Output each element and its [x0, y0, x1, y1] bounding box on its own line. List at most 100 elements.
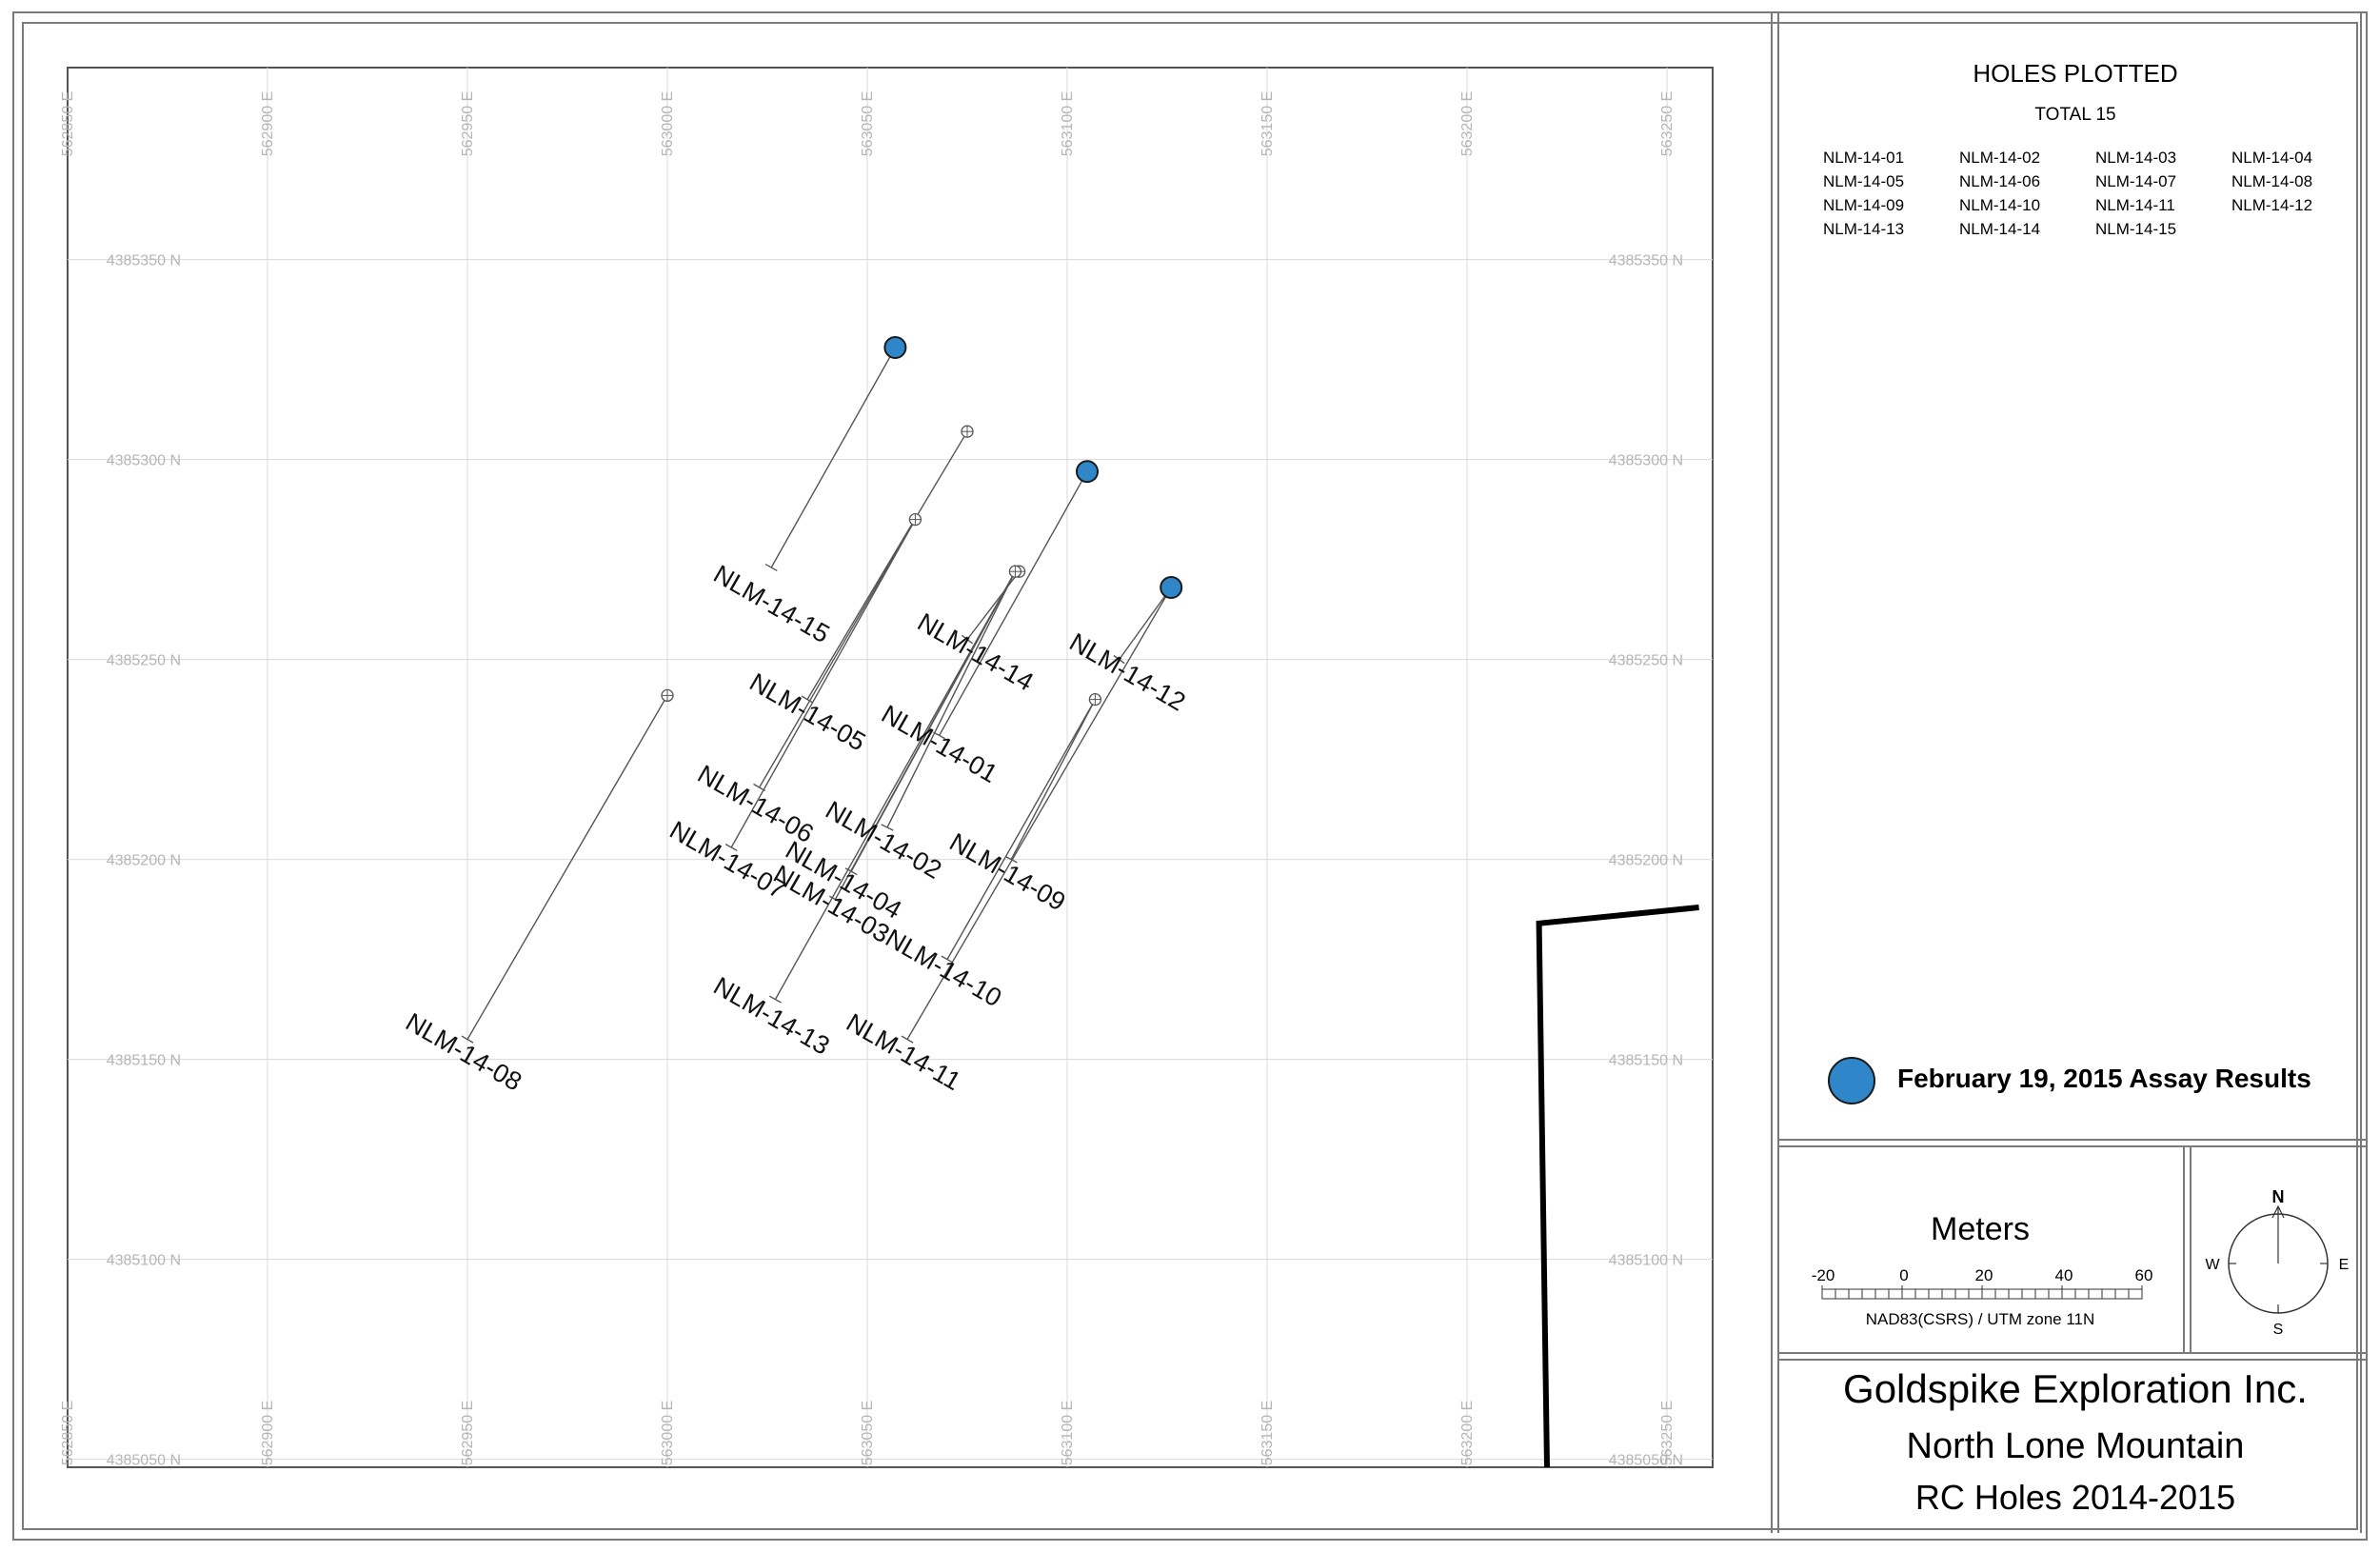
trace-end-tick	[962, 634, 973, 645]
easting-label-top: 562850 E	[60, 91, 76, 157]
northing-label-right: 4385250 N	[1609, 653, 1683, 669]
scale-title: Meters	[1931, 1211, 2030, 1247]
easting-label-bottom: 563250 E	[1659, 1401, 1676, 1466]
assay-collar-icon[interactable]	[1160, 576, 1183, 599]
easting-label-top: 562950 E	[460, 91, 476, 157]
drill-trace	[1119, 587, 1172, 661]
hole-list-item: NLM-14-09	[1823, 196, 1905, 214]
hole-list-item: NLM-14-01	[1823, 149, 1905, 167]
legend-total: TOTAL 15	[2034, 105, 2116, 125]
map-subtitle: RC Holes 2014-2015	[1914, 1478, 2236, 1517]
assay-collar-icon[interactable]	[883, 336, 907, 359]
arrow-head-icon	[2271, 1204, 2285, 1219]
easting-label-top: 563000 E	[660, 91, 676, 157]
hole-list-item: NLM-14-06	[1959, 172, 2041, 190]
claim-boundary-line	[1536, 905, 1699, 1467]
hole-list-item: NLM-14-08	[2231, 172, 2313, 190]
project-title: North Lone Mountain	[1906, 1426, 2245, 1466]
easting-label-top: 563100 E	[1060, 91, 1076, 157]
hole-list-item: NLM-14-07	[2095, 172, 2177, 190]
property-boundary	[1536, 905, 1699, 1467]
hole-list-item: NLM-14-10	[1959, 196, 2041, 214]
drill-trace	[966, 570, 1021, 641]
trace-end-tick	[933, 731, 946, 740]
northing-label-left: 4385050 N	[107, 1453, 181, 1469]
hole-list-item: NLM-14-02	[1959, 149, 2041, 167]
trace-end-tick	[724, 843, 738, 852]
map-frame	[67, 67, 1714, 1468]
easting-label-top: 562900 E	[260, 91, 276, 157]
hole-list-item: NLM-14-12	[2231, 196, 2313, 214]
scale-bar	[1821, 1285, 2143, 1300]
panel-divider	[1777, 1359, 2368, 1361]
hole-list-item: NLM-14-11	[2095, 196, 2175, 214]
scale-tick-label: 0	[1899, 1266, 1909, 1284]
company-title: Goldspike Exploration Inc.	[1843, 1366, 2308, 1411]
panel-divider	[2183, 1145, 2185, 1352]
easting-label-bottom: 563150 E	[1259, 1401, 1276, 1466]
easting-label-bottom: 563000 E	[660, 1401, 676, 1466]
drill-collars[interactable]	[661, 336, 1183, 706]
compass-s: S	[2273, 1322, 2284, 1338]
easting-label-bottom: 563050 E	[860, 1401, 876, 1466]
outer-frame	[12, 11, 2368, 1541]
northing-label-right: 4385150 N	[1609, 1053, 1683, 1069]
grid-labels: 562850 E 562850 E 562900 E 562900 E 562950 E…	[60, 91, 1683, 1469]
easting-label-top: 563250 E	[1659, 91, 1676, 157]
drill-trace	[770, 347, 897, 568]
northing-label-left: 4385250 N	[107, 653, 181, 669]
drill-trace	[1010, 699, 1097, 860]
legend-symbol-label: February 19, 2015 Assay Results	[1897, 1064, 2311, 1093]
easting-label-bottom: 562900 E	[260, 1401, 276, 1466]
coordinate-grid	[68, 68, 1713, 1467]
drill-trace	[730, 519, 917, 848]
assay-collar-icon[interactable]	[1076, 460, 1099, 484]
compass-e: E	[2339, 1257, 2350, 1273]
panel-divider	[1777, 1145, 2368, 1147]
hole-list-item: NLM-14-05	[1823, 172, 1905, 190]
projection-label: NAD83(CSRS) / UTM zone 11N	[1865, 1310, 2095, 1328]
trace-end-tick	[828, 895, 842, 904]
trace-end-tick	[801, 695, 814, 704]
trace-end-tick	[764, 563, 778, 572]
scale-tick-label: 60	[2134, 1266, 2153, 1284]
northing-label-left: 4385350 N	[107, 253, 181, 269]
drill-trace	[906, 587, 1172, 1040]
drill-trace	[774, 570, 1017, 1000]
drill-traces	[461, 347, 1172, 1044]
drill-trace	[806, 430, 968, 700]
panel-divider	[1771, 13, 1773, 1533]
assay-symbol-icon	[1828, 1057, 1875, 1104]
northing-label-right: 4385100 N	[1609, 1253, 1683, 1269]
easting-label-top: 563050 E	[860, 91, 876, 157]
trace-end-tick	[881, 824, 894, 831]
drill-trace	[466, 695, 668, 1040]
drill-trace	[886, 570, 1017, 828]
trace-end-tick	[461, 1035, 474, 1044]
northing-label-right: 4385050 N	[1609, 1453, 1683, 1469]
scale-tick-label: 40	[2054, 1266, 2073, 1284]
hole-list-item: NLM-14-14	[1959, 220, 2041, 238]
panel-divider	[2360, 13, 2362, 1533]
scale-tick-label: -20	[1811, 1266, 1835, 1284]
panel-divider	[1777, 13, 1779, 1533]
northing-label-left: 4385100 N	[107, 1253, 181, 1269]
hole-list-item: NLM-14-13	[1823, 220, 1905, 238]
drill-trace	[938, 470, 1088, 736]
northing-label-right: 4385200 N	[1609, 853, 1683, 869]
panel-divider	[2190, 1145, 2192, 1352]
easting-label-bottom: 562850 E	[60, 1401, 76, 1466]
trace-end-tick	[901, 1035, 914, 1044]
trace-end-tick	[941, 955, 954, 964]
legend-title: HOLES PLOTTED	[1973, 59, 2178, 88]
hole-list-item: NLM-14-15	[2095, 220, 2177, 238]
northing-label-left: 4385200 N	[107, 853, 181, 869]
trace-end-tick	[1004, 855, 1018, 864]
panel-divider	[1777, 1139, 2368, 1141]
easting-label-bottom: 563100 E	[1060, 1401, 1076, 1466]
drill-trace	[758, 519, 917, 788]
north-arrow-compass: N S W E	[2205, 1187, 2350, 1338]
easting-label-top: 563200 E	[1459, 91, 1476, 157]
